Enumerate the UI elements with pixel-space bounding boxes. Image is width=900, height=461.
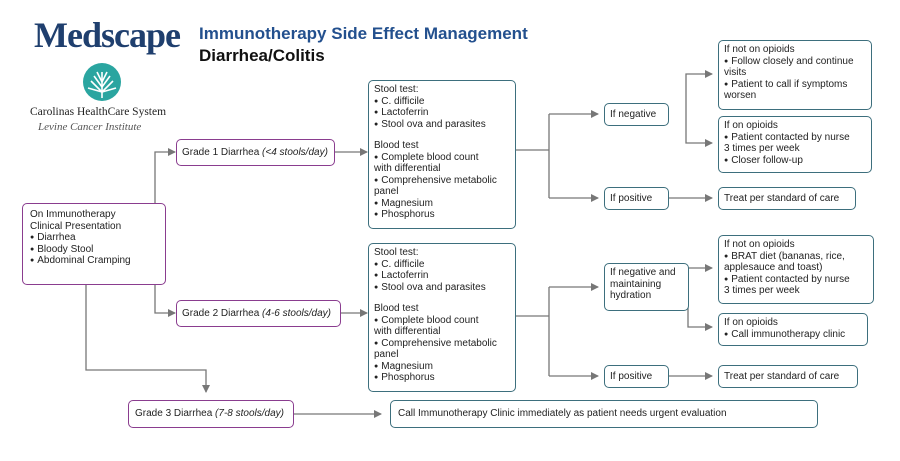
blood-test-item: with differential [374,163,441,174]
g2-not-opioids-item: applesauce and toast) [724,262,823,273]
g1-if-positive-box: If positive [604,187,669,210]
g1-not-opioids-item: Patient to call if symptoms [724,79,866,91]
g1-opioids-box: If on opioids Patient contacted by nurse… [718,116,872,173]
g1-opioids-item: Closer follow-up [724,155,866,167]
grade-3-detail: (7-8 stools/day) [215,408,284,419]
grade-2-detail: (4-6 stools/day) [262,308,331,319]
grade-2-label: Grade 2 Diarrhea [182,308,263,319]
g1-if-negative-box: If negative [604,103,669,126]
grade-1-tests-box: Stool test: C. difficile Lactoferrin Sto… [368,80,516,229]
grade-2-box: Grade 2 Diarrhea (4-6 stools/day) [176,300,341,327]
stool-test-item: C. difficile [374,259,510,271]
stool-test-item: Lactoferrin [374,270,510,282]
g2-if-positive-box: If positive [604,365,669,388]
blood-test-item: Phosphorus [374,209,510,221]
blood-test-item: with differential [374,326,441,337]
presentation-item: Bloody Stool [30,244,158,256]
g2-not-opioids-box: If not on opioids BRAT diet (bananas, ri… [718,235,874,304]
blood-test-item: Comprehensive metabolic [374,338,510,350]
g1-treat-box: Treat per standard of care [718,187,856,210]
blood-test-item: panel [374,186,399,197]
stool-test-title: Stool test: [374,247,419,258]
blood-test-item: Complete blood count [374,315,510,327]
g2-if-negative-box: If negative and maintaining hydration [604,263,689,311]
blood-test-title: Blood test [374,303,419,314]
institute-name: Levine Cancer Institute [38,121,142,133]
presentation-title: On Immunotherapy [30,209,116,220]
g2-if-negative-label: If negative and [610,267,676,278]
g1-opioids-title: If on opioids [724,120,778,131]
stool-test-item: Lactoferrin [374,107,510,119]
g2-opioids-box: If on opioids Call immunotherapy clinic [718,313,868,346]
grade-1-box: Grade 1 Diarrhea (<4 stools/day) [176,139,335,166]
g2-if-negative-label: hydration [610,290,652,301]
g2-not-opioids-item: Patient contacted by nurse [724,274,868,286]
stool-test-item: Stool ova and parasites [374,119,510,131]
g1-treat-label: Treat per standard of care [724,193,840,204]
g2-treat-label: Treat per standard of care [724,371,840,382]
g2-if-negative-label: maintaining [610,278,662,290]
g1-not-opioids-title: If not on opioids [724,44,795,55]
grade-3-action-label: Call Immunotherapy Clinic immediately as… [398,408,727,419]
grade-2-tests-box: Stool test: C. difficile Lactoferrin Sto… [368,243,516,392]
blood-test-item: Magnesium [374,198,510,210]
tree-logo-icon [82,62,122,107]
presentation-subtitle: Clinical Presentation [30,220,122,232]
g1-if-negative-label: If negative [610,109,657,120]
grade-3-label: Grade 3 Diarrhea [135,408,216,419]
presentation-item: Abdominal Cramping [30,255,158,267]
grade-3-box: Grade 3 Diarrhea (7-8 stools/day) [128,400,294,428]
g1-opioids-item: 3 times per week [724,143,800,154]
g2-treat-box: Treat per standard of care [718,365,858,388]
g2-opioids-item: Call immunotherapy clinic [724,329,862,341]
g1-not-opioids-item: Follow closely and continue [724,56,866,68]
page-subtitle: Diarrhea/Colitis [199,46,325,65]
clinical-presentation-box: On Immunotherapy Clinical Presentation D… [22,203,166,285]
presentation-item: Diarrhea [30,232,158,244]
g1-not-opioids-item: worsen [724,90,757,101]
blood-test-item: Complete blood count [374,152,510,164]
org-name: Carolinas HealthCare System [30,106,167,118]
blood-test-item: Comprehensive metabolic [374,175,510,187]
page-title: Immunotherapy Side Effect Management [199,24,528,43]
g1-opioids-item: Patient contacted by nurse [724,132,866,144]
grade-3-action-box: Call Immunotherapy Clinic immediately as… [390,400,818,428]
g2-if-positive-label: If positive [610,371,653,382]
blood-test-item: Magnesium [374,361,510,373]
stool-test-item: Stool ova and parasites [374,282,510,294]
stool-test-title: Stool test: [374,84,419,95]
g2-not-opioids-item: 3 times per week [724,285,800,296]
grade-1-label: Grade 1 Diarrhea [182,147,263,158]
g1-not-opioids-item: visits [724,67,747,78]
g1-if-positive-label: If positive [610,193,653,204]
g1-not-opioids-box: If not on opioids Follow closely and con… [718,40,872,110]
g2-not-opioids-item: BRAT diet (bananas, rice, [724,251,868,263]
stool-test-item: C. difficile [374,96,510,108]
blood-test-item: panel [374,349,399,360]
blood-test-item: Phosphorus [374,372,510,384]
g2-not-opioids-title: If not on opioids [724,239,795,250]
blood-test-title: Blood test [374,140,419,151]
g2-opioids-title: If on opioids [724,317,778,328]
grade-1-detail: (<4 stools/day) [262,147,328,158]
medscape-logo: Medscape [34,15,181,55]
